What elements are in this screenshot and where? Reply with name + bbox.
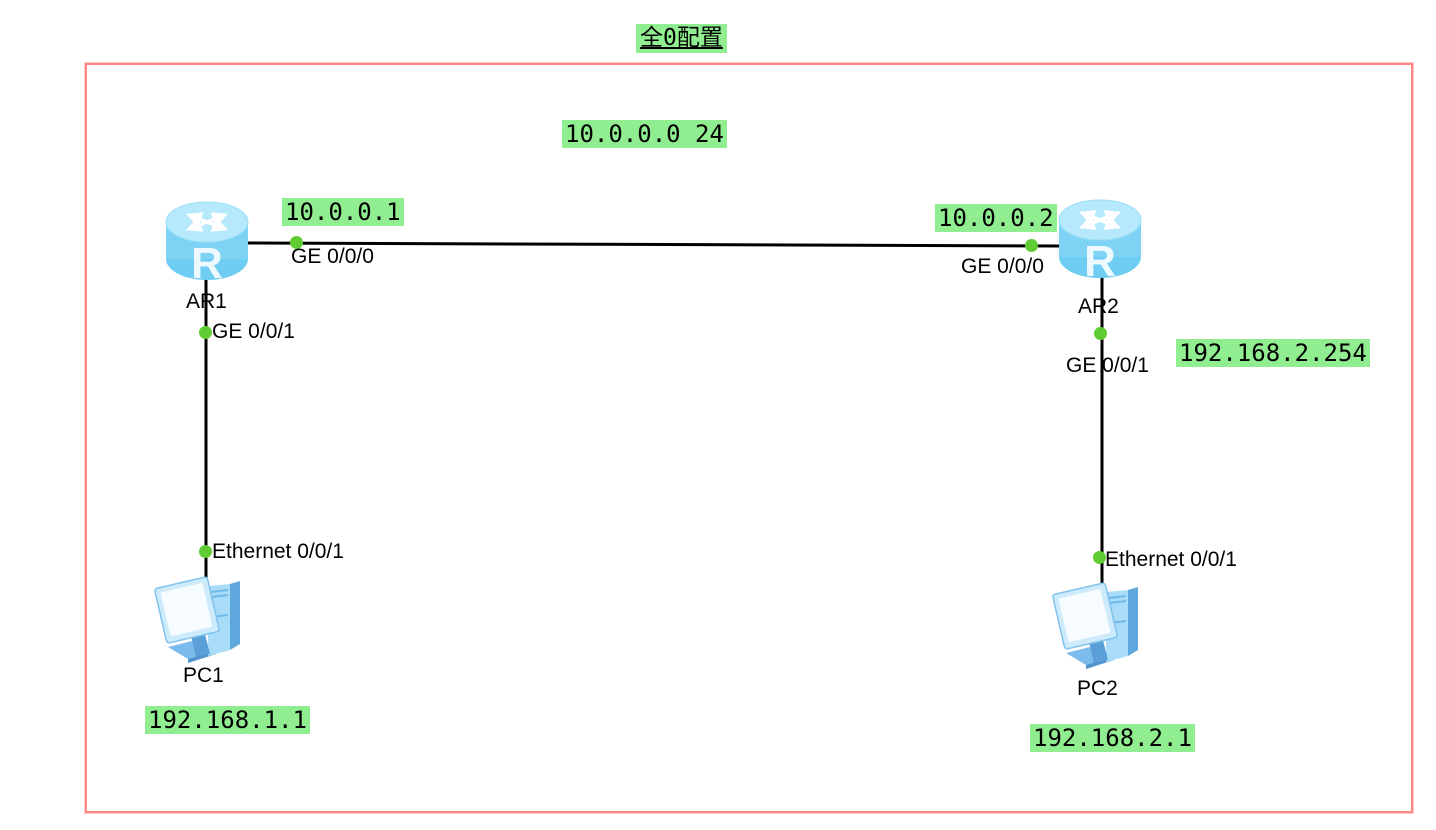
boundary-frame	[85, 63, 1413, 813]
device-ar2[interactable]	[1055, 194, 1145, 284]
annotation-pc1-ip: 192.168.1.1	[145, 706, 310, 734]
port-dot-pc1-eth001	[199, 545, 212, 558]
port-dot-pc2-eth001	[1093, 551, 1106, 564]
annotation-ar2-ge001-ip: 192.168.2.254	[1176, 339, 1370, 367]
if-label-ar2-ge001: GE 0/0/1	[1066, 354, 1149, 377]
annotation-pc2-ip: 192.168.2.1	[1030, 724, 1195, 752]
if-label-ar1-ge001: GE 0/0/1	[212, 320, 295, 343]
if-label-pc2-eth001: Ethernet 0/0/1	[1105, 548, 1237, 571]
pc-icon	[1051, 581, 1139, 670]
port-dot-ar1-ge001	[199, 326, 212, 339]
pc-icon	[153, 575, 241, 664]
port-dot-ar2-ge001	[1094, 327, 1107, 340]
title-label: 全0配置	[636, 24, 727, 53]
port-dot-ar1-ge000	[290, 236, 303, 249]
if-label-ar1-ge000: GE 0/0/0	[291, 245, 374, 268]
annotation-ar2-ge000-ip: 10.0.0.2	[935, 204, 1057, 232]
device-pc2[interactable]	[1051, 576, 1148, 671]
device-label-pc1: PC1	[183, 664, 224, 687]
if-label-ar2-ge000: GE 0/0/0	[961, 255, 1044, 278]
device-label-pc2: PC2	[1077, 677, 1118, 700]
device-ar1[interactable]	[162, 196, 252, 286]
link-ar1-ar2[interactable]	[247, 241, 1061, 248]
router-icon	[162, 196, 252, 286]
router-icon	[1055, 194, 1145, 284]
annotation-ar1-ge000-ip: 10.0.0.1	[282, 198, 404, 226]
annotation-segment: 10.0.0.0 24	[562, 120, 727, 148]
if-label-pc1-eth001: Ethernet 0/0/1	[212, 540, 344, 563]
device-label-ar1: AR1	[186, 290, 227, 313]
device-label-ar2: AR2	[1078, 295, 1119, 318]
device-pc1[interactable]	[153, 570, 250, 665]
port-dot-ar2-ge000	[1025, 239, 1038, 252]
